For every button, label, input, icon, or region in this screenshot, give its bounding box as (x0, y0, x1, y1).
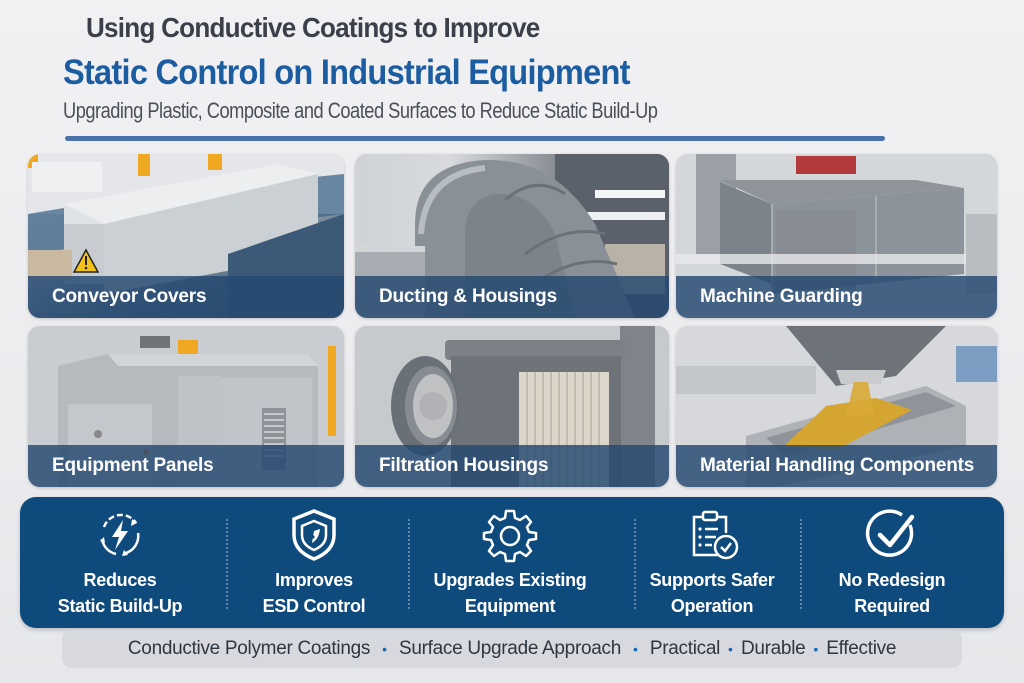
conveyor-covers-photo (28, 154, 344, 318)
card-material-handling: Material Handling Components (676, 326, 997, 487)
card-caption: Equipment Panels (28, 445, 344, 487)
footer-item: Practical (649, 638, 721, 659)
footer-item: Effective (826, 638, 897, 659)
divider (226, 519, 228, 609)
footer-item: Conductive Polymer Coatings (127, 638, 371, 659)
check-circle-icon (865, 509, 915, 557)
card-caption: Machine Guarding (676, 276, 997, 318)
divider (800, 519, 802, 609)
card-conveyor-covers: Conveyor Covers (28, 154, 344, 318)
divider (634, 519, 636, 609)
card-caption: Conveyor Covers (28, 276, 344, 318)
card-caption: Material Handling Components (676, 445, 997, 487)
card-equipment-panels: Equipment Panels (28, 326, 344, 487)
bullet-separator: • (632, 641, 638, 657)
bullet-separator: • (813, 641, 819, 657)
card-caption: Filtration Housings (355, 445, 669, 487)
title-divider (65, 136, 885, 141)
page-subtitle: Upgrading Plastic, Composite and Coated … (63, 98, 658, 123)
footer-item: Surface Upgrade Approach (398, 638, 621, 659)
clipboard-check-icon (692, 510, 739, 560)
gear-icon (482, 509, 538, 563)
bullet-separator: • (382, 641, 387, 657)
page-title-line1: Using Conductive Coatings to Improve (86, 12, 540, 43)
shield-icon (292, 509, 336, 561)
card-ducting-housings: Ducting & Housings (355, 154, 669, 318)
divider (408, 519, 410, 609)
page-title-line2: Static Control on Industrial Equipment (63, 53, 630, 92)
card-filtration-housings: Filtration Housings (355, 326, 669, 487)
footer-item: Durable (740, 638, 806, 659)
card-caption: Ducting & Housings (355, 276, 669, 318)
lightning-cycle-icon (100, 513, 140, 556)
card-machine-guarding: Machine Guarding (676, 154, 997, 318)
bullet-separator: • (728, 641, 733, 657)
footer-tagline: Conductive Polymer Coatings • Surface Up… (62, 630, 962, 668)
